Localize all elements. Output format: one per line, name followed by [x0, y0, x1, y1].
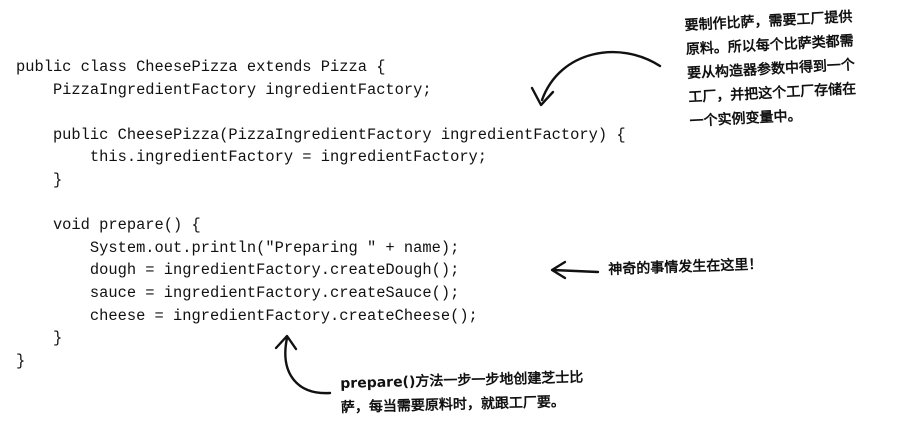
factory-annotation: 要制作比萨，需要工厂提供 原料。所以每个比萨类都需 要从构造器参数中得到一个 工…: [684, 5, 858, 134]
code-line: }: [16, 170, 63, 189]
code-line: System.out.println("Preparing " + name);: [16, 238, 460, 257]
code-line: this.ingredientFactory = ingredientFacto…: [16, 148, 488, 167]
prepare-annotation: prepare()方法一步一步地创建芝士比 萨，每当需要原料时，就跟工厂要。: [340, 366, 584, 420]
magic-annotation: 神奇的事情发生在这里！: [608, 253, 763, 282]
code-line: }: [16, 329, 63, 348]
code-line: }: [16, 351, 26, 370]
code-line: void prepare() {: [16, 216, 201, 235]
code-line: cheese = ingredientFactory.createCheese(…: [16, 306, 478, 325]
code-line: public class CheesePizza extends Pizza {: [16, 58, 386, 76]
code-line: dough = ingredientFactory.createDough();: [16, 261, 460, 280]
code-line: [16, 192, 706, 215]
code-line: public CheesePizza(PizzaIngredientFactor…: [16, 125, 626, 144]
code-line: [16, 101, 706, 124]
code-line: sauce = ingredientFactory.createSauce();: [16, 283, 460, 302]
annotation-line: 萨，每当需要原料时，就跟工厂要。: [340, 394, 566, 416]
code-line: PizzaIngredientFactory ingredientFactory…: [16, 80, 432, 99]
code-listing: public class CheesePizza extends Pizza {…: [16, 56, 706, 372]
annotation-line: 神奇的事情发生在这里！: [608, 256, 763, 278]
